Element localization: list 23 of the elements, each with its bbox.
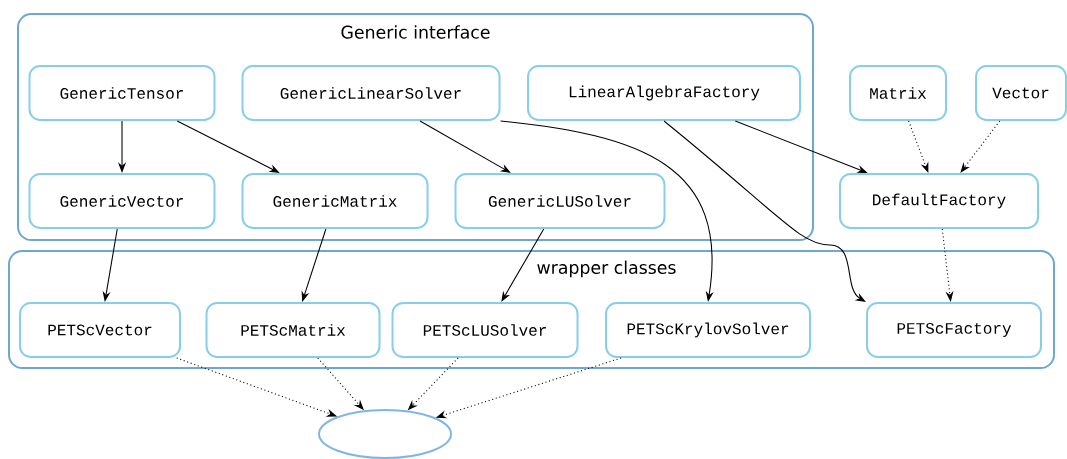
arrow xyxy=(501,228,545,302)
arrow xyxy=(419,120,511,173)
arrow xyxy=(663,120,866,302)
class-box: LinearAlgebraFactory xyxy=(527,65,801,121)
class-box: GenericLinearSolver xyxy=(241,65,501,121)
arrow xyxy=(941,228,954,302)
arrow xyxy=(908,120,929,173)
class-box: PETScMatrix xyxy=(205,302,381,358)
arrow xyxy=(499,120,714,302)
arrow xyxy=(960,120,1001,173)
class-box: GenericLUSolver xyxy=(454,173,666,229)
class-box: GenericVector xyxy=(28,173,216,229)
class-box: PETScFactory xyxy=(866,302,1042,358)
class-box: PETScVector xyxy=(19,302,181,358)
class-box: PETScLUSolver xyxy=(391,302,579,358)
class-box: Vector xyxy=(975,65,1067,121)
class-box: Matrix xyxy=(849,65,947,121)
class-box: GenericMatrix xyxy=(241,173,429,229)
arrow xyxy=(301,228,327,302)
class-box: PETScKrylovSolver xyxy=(605,302,811,358)
class-box: DefaultFactory xyxy=(839,173,1039,229)
ellipse-shape xyxy=(318,409,452,459)
class-box: GenericTensor xyxy=(28,65,216,121)
